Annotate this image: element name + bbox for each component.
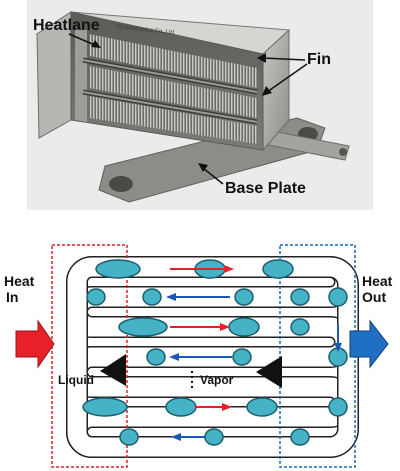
slug [86, 288, 106, 306]
flow-arrows [166, 265, 342, 441]
flow-arrow-right [170, 323, 230, 331]
slug [234, 288, 254, 306]
base-plate-leader-arrowhead [198, 163, 208, 172]
flow-arrow-left [171, 433, 205, 441]
heatlane-label: Heatlane [33, 17, 100, 34]
fin-label: Fin [307, 51, 331, 68]
slug [142, 288, 162, 306]
base-plate-label: Base Plate [225, 180, 306, 197]
slug [290, 288, 310, 306]
slug [262, 259, 294, 279]
flow-arrow-left [169, 353, 232, 361]
fin-leader-line-1 [262, 57, 306, 61]
slug [118, 317, 168, 337]
heat-sink-photo: TS Heatronics Co.,Ltd. Heatlane Fin Base… [27, 0, 373, 210]
fin-stack [75, 28, 258, 144]
slug [290, 428, 310, 446]
fin-leader-arrowhead-1 [257, 53, 266, 63]
heat-out-label-line2: Out [362, 289, 386, 305]
fin-leader-arrowhead-2 [262, 86, 272, 96]
slug [328, 287, 348, 307]
heat-in-arrow [15, 319, 55, 369]
slug [119, 428, 139, 446]
vapor-label: Vapor [200, 373, 234, 387]
liquid-label: Liquid [58, 373, 94, 387]
flow-arrow-right [170, 265, 234, 273]
flow-arrow-right [195, 403, 232, 411]
vapor-wedge [256, 356, 282, 388]
slug [246, 397, 278, 417]
slug [328, 397, 348, 417]
heat-out-arrow [349, 319, 389, 369]
vapor-liquid-slugs [82, 259, 348, 446]
base-plate-leader-line [202, 167, 224, 185]
slug [290, 318, 310, 336]
heat-out-label-line1: Heat [362, 273, 393, 289]
heatlane-leader-arrowhead [91, 40, 101, 48]
heat-input-zone [51, 244, 128, 468]
fin-leader-line-2 [266, 63, 308, 93]
flow-arrow-left [166, 293, 230, 301]
slug [82, 397, 128, 417]
slug [228, 317, 260, 337]
slug [232, 348, 252, 366]
slug [165, 397, 197, 417]
flow-arrow-down [334, 324, 342, 352]
heatlane-leader-line [68, 33, 98, 47]
liquid-wedge [100, 354, 126, 386]
slug [95, 259, 141, 279]
slug [146, 348, 166, 366]
slug [204, 428, 224, 446]
heat-in-label-line1: Heat [4, 273, 35, 289]
heatlane-flow-diagram: Heat In Heat Out Liquid Vapor [4, 244, 393, 468]
heat-in-label-line2: In [6, 289, 18, 305]
